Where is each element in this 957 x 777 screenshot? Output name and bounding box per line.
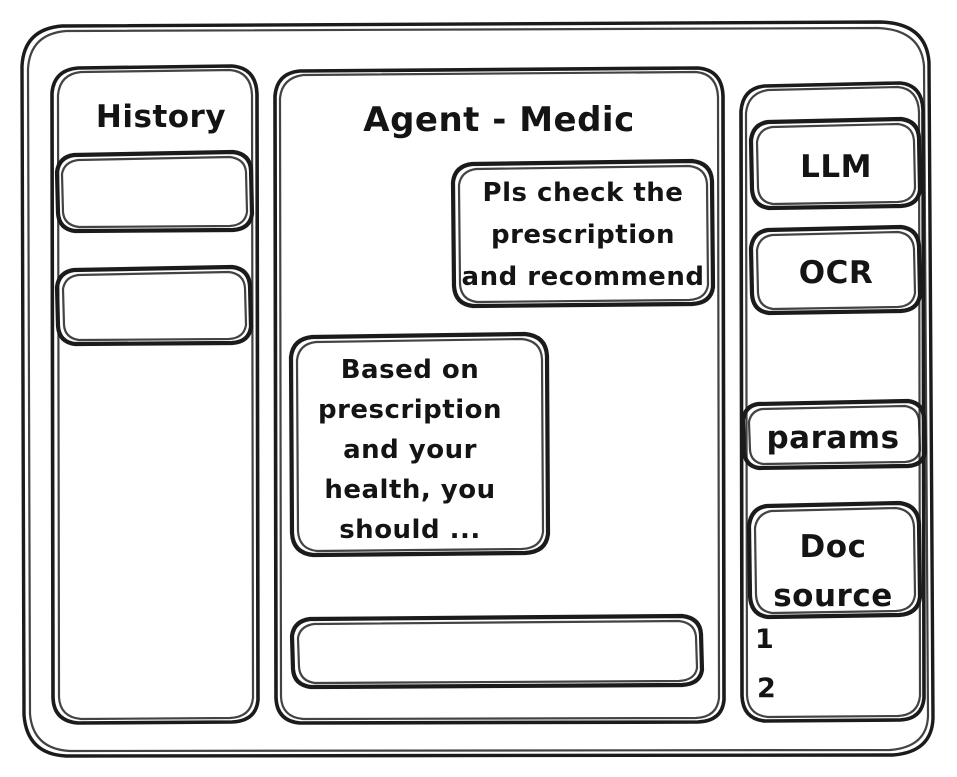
doc-source-entry[interactable]: 1 <box>755 624 774 655</box>
message-line: should ... <box>339 515 481 545</box>
message-line: and recommend <box>462 262 705 292</box>
tool-chip-llm[interactable] <box>748 116 923 211</box>
tool-chip-label: params <box>766 420 899 456</box>
message-line: health, you <box>324 475 495 505</box>
message-bubble-user <box>450 158 716 309</box>
page-title: Agent - Medic <box>363 100 635 140</box>
window-frame <box>20 20 935 758</box>
history-item[interactable] <box>54 264 254 347</box>
sidebar-title-history: History <box>96 99 226 135</box>
sidebar-tools-panel <box>739 81 926 723</box>
doc-source-line: Doc <box>800 529 867 565</box>
sidebar-history-panel <box>50 64 260 725</box>
tool-chip-params[interactable] <box>740 398 928 471</box>
doc-source-box[interactable] <box>746 500 923 620</box>
message-bubble-assistant <box>288 331 551 558</box>
message-line: Based on <box>341 355 480 385</box>
message-line: prescription <box>491 220 675 250</box>
doc-source-entry[interactable]: 2 <box>757 673 776 704</box>
message-line: and your <box>343 435 477 465</box>
doc-source-line: source <box>773 578 893 614</box>
history-item[interactable] <box>54 149 255 234</box>
message-line: prescription <box>318 395 502 425</box>
message-line: Pls check the <box>483 178 684 208</box>
tool-chip-label: OCR <box>799 255 873 291</box>
tool-chip-label: LLM <box>800 149 872 185</box>
main-agent-panel <box>273 66 726 725</box>
composer-input[interactable] <box>289 613 705 690</box>
tool-chip-ocr[interactable] <box>748 224 923 316</box>
